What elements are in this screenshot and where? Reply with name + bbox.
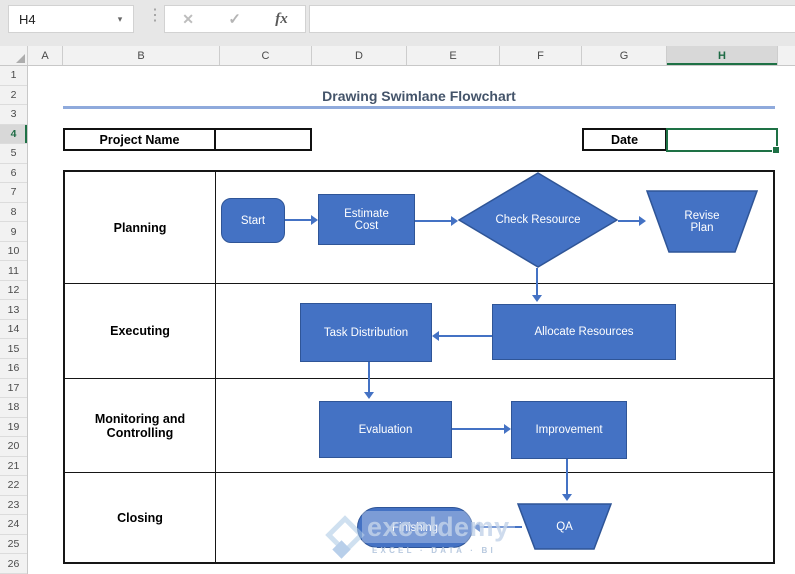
row-header-2[interactable]: 2 bbox=[0, 86, 27, 106]
formula-input[interactable] bbox=[309, 5, 795, 33]
flowchart-node-improvement[interactable]: Improvement bbox=[511, 401, 627, 459]
column-header-partial[interactable] bbox=[778, 46, 795, 65]
row-header-1[interactable]: 1 bbox=[0, 66, 27, 86]
formula-bar-grip-icon: ⋮ bbox=[147, 7, 163, 24]
lane-label-monitoring-and-controlling[interactable]: Monitoring and Controlling bbox=[65, 379, 216, 472]
row-header-14[interactable]: 14 bbox=[0, 320, 27, 340]
arrow-qa-to-finishing bbox=[480, 526, 522, 528]
row-header-21[interactable]: 21 bbox=[0, 457, 27, 477]
flowchart-node-estimate-cost[interactable]: Estimate Cost bbox=[318, 194, 415, 245]
arrow-start-to-estimate-cost bbox=[285, 219, 311, 221]
cancel-icon[interactable]: ✕ bbox=[182, 10, 194, 27]
flowchart-node-start[interactable]: Start bbox=[221, 198, 285, 243]
lane-label-closing[interactable]: Closing bbox=[65, 473, 216, 562]
row-header-4[interactable]: 4 bbox=[0, 124, 27, 145]
select-all-corner[interactable] bbox=[0, 46, 28, 65]
flowchart-node-task-distribution[interactable]: Task Distribution bbox=[300, 303, 432, 362]
project-name-value-cell[interactable] bbox=[216, 130, 310, 149]
lane-executing: Executing bbox=[65, 284, 773, 379]
confirm-icon[interactable]: ✓ bbox=[228, 11, 241, 28]
active-cell-h4[interactable] bbox=[666, 128, 780, 154]
arrowhead-start-to-estimate-cost bbox=[311, 215, 318, 225]
lane-area-monitoring-and-controlling bbox=[216, 379, 773, 472]
flowchart-node-check-resource[interactable]: Check Resource bbox=[458, 172, 618, 268]
flowchart-node-qa[interactable]: QA bbox=[517, 503, 612, 550]
arrowhead-estimate-cost-to-check-resource bbox=[451, 216, 458, 226]
date-label[interactable]: Date bbox=[610, 132, 639, 147]
row-header-25[interactable]: 25 bbox=[0, 535, 27, 555]
row-header-22[interactable]: 22 bbox=[0, 476, 27, 496]
arrowhead-check-resource-to-revise-plan bbox=[639, 216, 646, 226]
lane-area-closing bbox=[216, 473, 773, 562]
row-header-24[interactable]: 24 bbox=[0, 515, 27, 535]
arrowhead-improvement-to-qa bbox=[562, 494, 572, 501]
lane-monitoring-and-controlling: Monitoring and Controlling bbox=[65, 379, 773, 473]
arrowhead-check-resource-to-allocate-resources bbox=[532, 295, 542, 302]
arrow-estimate-cost-to-check-resource bbox=[415, 220, 451, 222]
date-field: Date bbox=[582, 128, 667, 151]
arrow-improvement-to-qa bbox=[566, 459, 568, 494]
lane-closing: Closing bbox=[65, 473, 773, 562]
flowchart-node-finishing[interactable]: Finishing bbox=[357, 507, 473, 548]
arrowhead-evaluation-to-improvement bbox=[504, 424, 511, 434]
column-header-f[interactable]: F bbox=[500, 46, 582, 65]
lane-label-planning[interactable]: Planning bbox=[65, 172, 216, 283]
row-header-11[interactable]: 11 bbox=[0, 261, 27, 281]
arrow-evaluation-to-improvement bbox=[452, 428, 504, 430]
row-header-20[interactable]: 20 bbox=[0, 437, 27, 457]
formula-buttons: ✕ ✓ fx bbox=[164, 5, 306, 33]
row-header-6[interactable]: 6 bbox=[0, 164, 27, 184]
column-header-a[interactable]: A bbox=[28, 46, 63, 65]
row-header-12[interactable]: 12 bbox=[0, 281, 27, 301]
flowchart-node-revise-plan[interactable]: Revise Plan bbox=[646, 190, 758, 253]
row-header-23[interactable]: 23 bbox=[0, 496, 27, 516]
row-header-26[interactable]: 26 bbox=[0, 554, 27, 574]
column-header-g[interactable]: G bbox=[582, 46, 667, 65]
formula-bar-strip: H4 ▾ ⋮ ✕ ✓ fx bbox=[0, 0, 795, 46]
insert-function-icon[interactable]: fx bbox=[275, 10, 288, 27]
row-header-10[interactable]: 10 bbox=[0, 242, 27, 262]
arrow-allocate-resources-to-task-distribution bbox=[439, 335, 492, 337]
row-header-8[interactable]: 8 bbox=[0, 203, 27, 223]
arrow-task-distribution-to-evaluation bbox=[368, 362, 370, 392]
row-header-7[interactable]: 7 bbox=[0, 183, 27, 203]
row-header-15[interactable]: 15 bbox=[0, 339, 27, 359]
column-header-e[interactable]: E bbox=[407, 46, 500, 65]
name-box-dropdown-icon[interactable]: ▾ bbox=[117, 13, 123, 24]
row-header-19[interactable]: 19 bbox=[0, 418, 27, 438]
name-box-value: H4 bbox=[19, 11, 36, 27]
sheet-title: Drawing Swimlane Flowchart bbox=[322, 88, 516, 104]
lane-planning: Planning bbox=[65, 172, 773, 284]
column-header-b[interactable]: B bbox=[63, 46, 220, 65]
row-header-13[interactable]: 13 bbox=[0, 300, 27, 320]
arrow-check-resource-to-allocate-resources bbox=[536, 268, 538, 295]
lane-label-executing[interactable]: Executing bbox=[65, 284, 216, 378]
arrowhead-qa-to-finishing bbox=[473, 522, 480, 532]
flowchart-node-evaluation[interactable]: Evaluation bbox=[319, 401, 452, 458]
project-name-label[interactable]: Project Name bbox=[65, 130, 216, 149]
swimlane-table: Planning Executing Monitoring and Contro… bbox=[63, 170, 775, 564]
row-header-9[interactable]: 9 bbox=[0, 222, 27, 242]
column-headers: A B C D E F G H bbox=[0, 46, 795, 66]
name-box[interactable]: H4 ▾ bbox=[8, 5, 134, 33]
column-header-d[interactable]: D bbox=[312, 46, 407, 65]
fill-handle[interactable] bbox=[772, 146, 780, 154]
column-header-c[interactable]: C bbox=[220, 46, 312, 65]
title-underline bbox=[63, 106, 775, 109]
arrow-check-resource-to-revise-plan bbox=[618, 220, 639, 222]
column-header-h[interactable]: H bbox=[667, 46, 778, 65]
project-name-field: Project Name bbox=[63, 128, 312, 151]
row-header-5[interactable]: 5 bbox=[0, 144, 27, 164]
row-header-18[interactable]: 18 bbox=[0, 398, 27, 418]
flowchart-node-allocate-resources[interactable]: Allocate Resources bbox=[492, 304, 676, 360]
row-header-16[interactable]: 16 bbox=[0, 359, 27, 379]
arrowhead-task-distribution-to-evaluation bbox=[364, 392, 374, 399]
arrowhead-allocate-resources-to-task-distribution bbox=[432, 331, 439, 341]
row-header-17[interactable]: 17 bbox=[0, 379, 27, 399]
row-header-3[interactable]: 3 bbox=[0, 105, 27, 125]
